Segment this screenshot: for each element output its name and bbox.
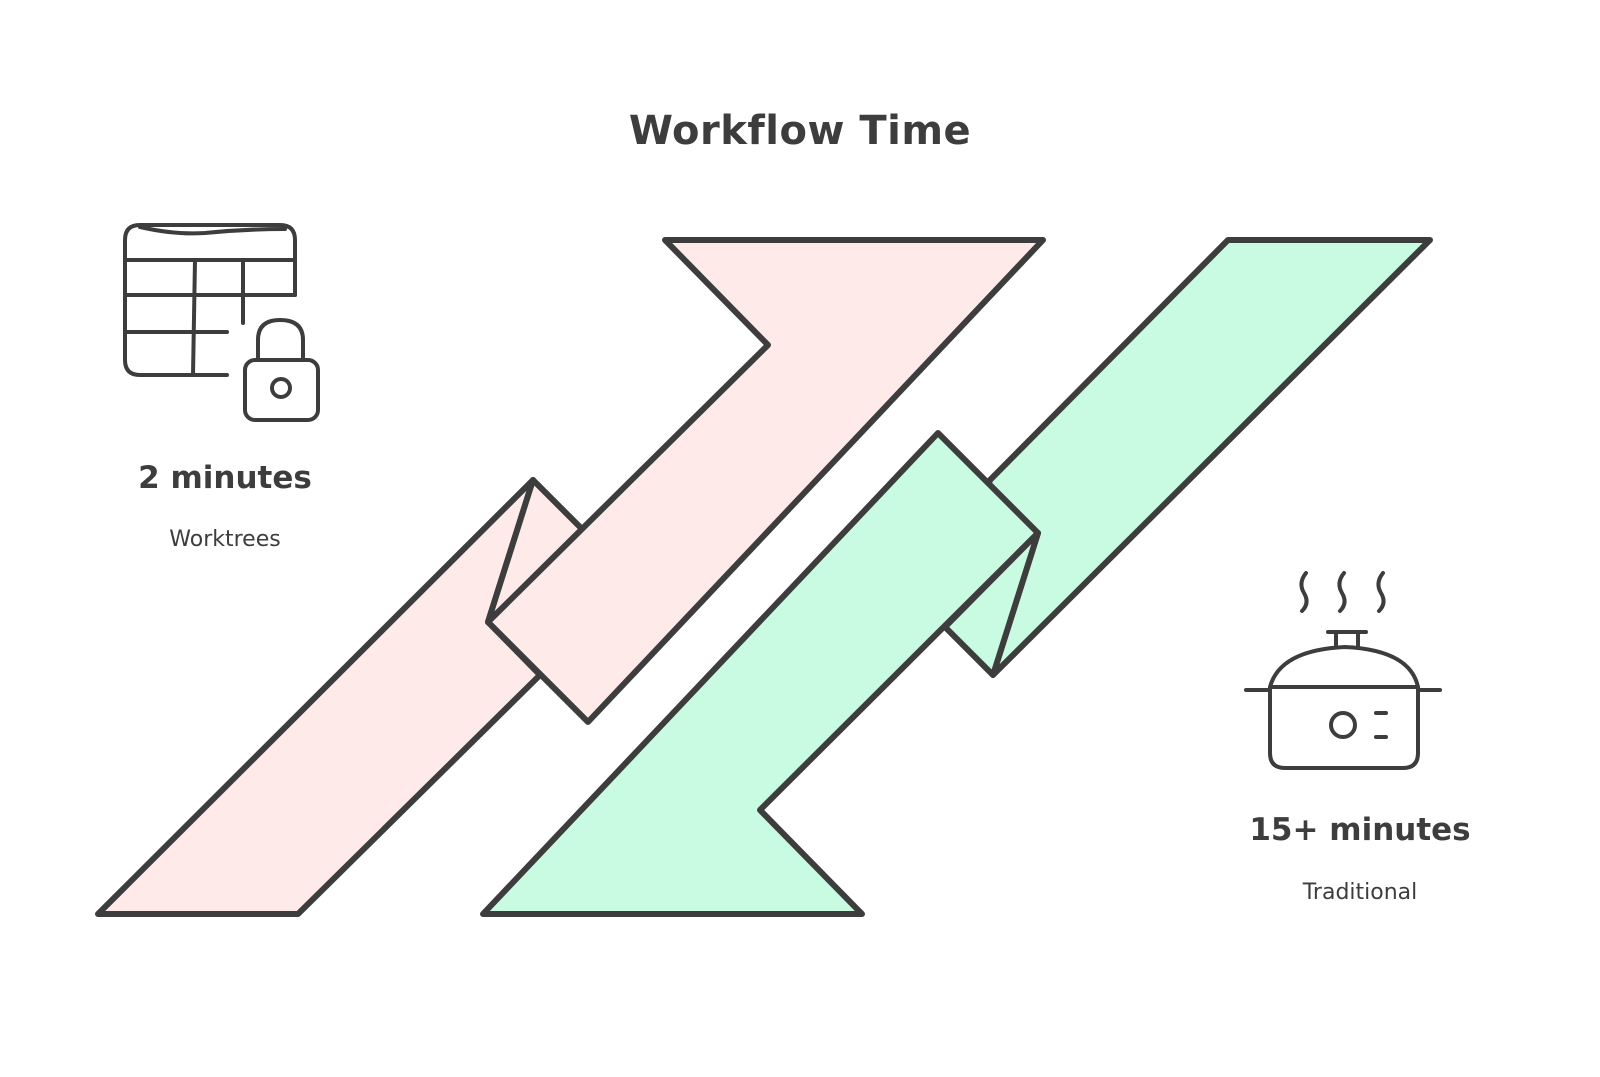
diagram-title: Workflow Time (628, 108, 972, 154)
worktrees-up-arrow (95, 237, 1046, 917)
worktrees-label: Worktrees (169, 527, 281, 552)
cooking-pot-icon (1244, 571, 1442, 770)
worktrees-time-value: 2 minutes (138, 460, 312, 496)
traditional-down-arrow (480, 237, 1433, 917)
traditional-time-value: 15+ minutes (1249, 812, 1471, 848)
worktrees-arrow-head (485, 237, 1046, 725)
table-lock-icon (123, 223, 320, 422)
traditional-arrow-fold (942, 530, 1041, 678)
steam-icon (1299, 571, 1309, 613)
traditional-label: Traditional (1302, 880, 1418, 905)
traditional-arrow-head (480, 430, 1041, 917)
